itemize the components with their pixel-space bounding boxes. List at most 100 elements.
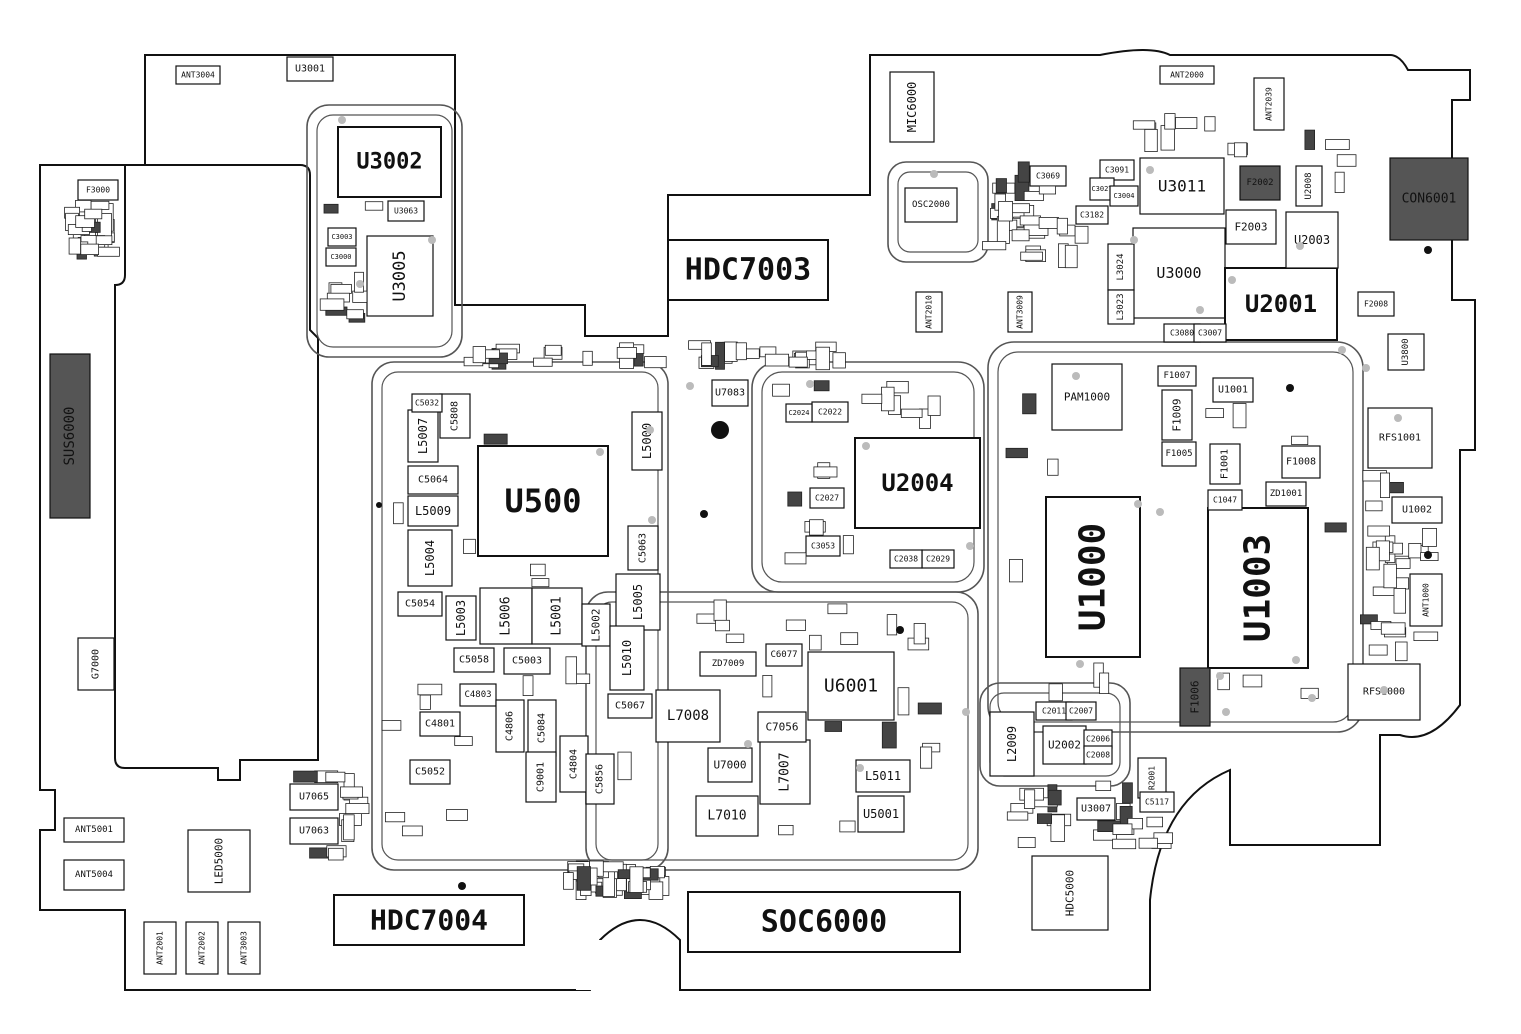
test-point <box>711 421 729 439</box>
label-c5856: C5856 <box>595 764 606 794</box>
pad <box>815 346 830 371</box>
pad <box>648 881 664 900</box>
pad <box>68 237 81 255</box>
via <box>862 442 870 450</box>
test-point <box>376 502 382 508</box>
board-outline-left <box>39 49 1476 991</box>
shield-u2004 <box>751 361 985 593</box>
pad <box>1006 811 1029 821</box>
component-f1008: F1008 <box>1281 445 1321 479</box>
component-c2006: C2006 <box>1083 729 1113 749</box>
via <box>1228 276 1236 284</box>
component-c3004: C3004 <box>1109 185 1139 207</box>
pad <box>352 290 368 303</box>
label-u7063: U7063 <box>299 826 329 837</box>
pad <box>345 803 370 815</box>
pad <box>1395 558 1411 569</box>
component-f2002: F2002 <box>1239 165 1281 201</box>
label-l5004: L5004 <box>423 540 437 576</box>
label-c5003: C5003 <box>512 656 542 667</box>
component-c5064: C5064 <box>407 465 459 495</box>
label-hdc7003: HDC7003 <box>685 253 811 288</box>
via <box>744 740 752 748</box>
component-l5001: L5001 <box>531 587 583 645</box>
component-u7000: U7000 <box>707 747 753 783</box>
label-zd1001: ZD1001 <box>1270 489 1303 499</box>
component-f1001: F1001 <box>1209 443 1241 485</box>
component-ant2039: ANT2039 <box>1253 77 1285 131</box>
component-c3007: C3007 <box>1193 323 1227 343</box>
pad <box>787 491 803 507</box>
label-c1047: C1047 <box>1213 496 1237 505</box>
component-u3800: U3800 <box>1387 333 1425 371</box>
pad <box>1164 113 1176 130</box>
pad <box>785 619 806 631</box>
component-f1009: F1009 <box>1161 389 1193 441</box>
pad <box>565 656 578 685</box>
pad <box>713 599 727 622</box>
pad <box>1024 789 1036 809</box>
label-f3000: F3000 <box>86 186 110 195</box>
pad <box>531 578 550 588</box>
pad <box>472 346 487 364</box>
label-c9001: C9001 <box>536 762 547 792</box>
component-u2003: U2003 <box>1285 211 1339 269</box>
pad <box>809 519 824 536</box>
component-u7065: U7065 <box>289 783 339 811</box>
pad <box>1372 586 1396 596</box>
pad <box>1360 614 1378 625</box>
component-ant2002: ANT2002 <box>185 921 219 975</box>
component-f2003: F2003 <box>1225 209 1277 245</box>
component-l3024: L3024 <box>1107 243 1135 291</box>
pad <box>725 633 745 643</box>
pad <box>897 687 910 716</box>
pad <box>1368 644 1388 656</box>
component-c2029: C2029 <box>921 549 955 569</box>
pad <box>340 786 363 798</box>
pad <box>715 619 730 632</box>
label-c6077: C6077 <box>770 650 797 660</box>
label-c3007: C3007 <box>1198 329 1222 338</box>
label-r2001: R2001 <box>1148 766 1157 790</box>
label-sus6000: SUS6000 <box>62 406 78 465</box>
label-c5063: C5063 <box>638 533 649 563</box>
component-l5002: L5002 <box>581 603 611 647</box>
label-c5052: C5052 <box>415 767 445 778</box>
pad <box>839 820 856 833</box>
label-c5032: C5032 <box>415 399 439 408</box>
label-u5001: U5001 <box>863 807 899 821</box>
label-ant2000: ANT2000 <box>1170 71 1204 80</box>
via <box>1134 500 1142 508</box>
component-l5011: L5011 <box>855 759 911 793</box>
component-u1002: U1002 <box>1391 496 1443 524</box>
pad <box>75 199 92 213</box>
component-c5808: C5808 <box>439 393 471 439</box>
pad <box>920 746 933 769</box>
label-u3800: U3800 <box>1401 338 1411 365</box>
label-c3182: C3182 <box>1080 211 1104 220</box>
component-c2008: C2008 <box>1083 745 1113 765</box>
label-u3002: U3002 <box>356 150 422 175</box>
pad <box>1334 171 1345 193</box>
label-c2008: C2008 <box>1086 751 1110 760</box>
component-u2004: U2004 <box>854 437 981 529</box>
pad <box>1367 525 1391 537</box>
via <box>646 426 654 434</box>
component-f1005: F1005 <box>1161 441 1197 467</box>
pad <box>778 825 794 836</box>
label-c2007: C2007 <box>1069 707 1093 716</box>
component-u3000: U3000 <box>1132 227 1226 319</box>
pad <box>1234 142 1248 158</box>
via <box>856 764 864 772</box>
component-l5000: L5000 <box>631 411 663 471</box>
test-point <box>1424 246 1432 254</box>
shield-u3002 <box>306 104 463 358</box>
label-ant2002: ANT2002 <box>198 931 207 965</box>
pad <box>463 538 476 554</box>
pad <box>417 683 443 696</box>
pad <box>824 721 843 732</box>
pad <box>1011 229 1030 242</box>
component-c5084: C5084 <box>527 699 557 757</box>
label-con6001: CON6001 <box>1402 192 1457 207</box>
pad <box>1112 823 1133 835</box>
